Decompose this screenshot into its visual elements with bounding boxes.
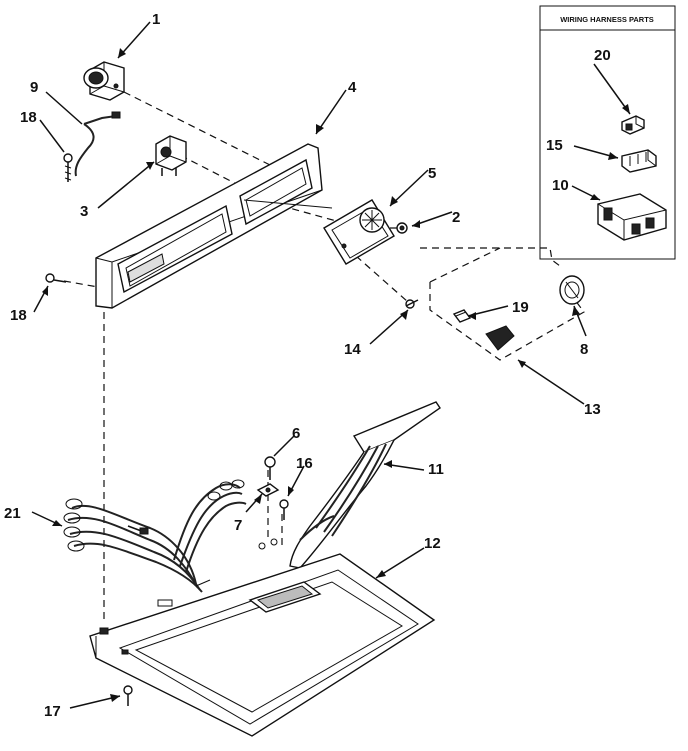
harness-housing-10 xyxy=(597,193,667,241)
wiring-harness-inset: WIRING HARNESS PARTS xyxy=(539,5,676,260)
callout-17: 17 xyxy=(44,703,61,720)
callout-15: 15 xyxy=(546,137,563,154)
part-18-screw-upper xyxy=(63,153,73,182)
callout-13: 13 xyxy=(584,401,601,418)
part-14-screw xyxy=(405,299,419,309)
harness-terminal-15 xyxy=(621,149,657,173)
callout-16: 16 xyxy=(296,455,313,472)
part-1-timer xyxy=(83,61,125,101)
callout-20: 20 xyxy=(594,47,611,64)
callout-5: 5 xyxy=(428,165,436,182)
inset-title: WIRING HARNESS PARTS xyxy=(560,15,654,24)
callout-4: 4 xyxy=(348,79,357,96)
part-17-screw xyxy=(123,685,133,706)
part-9-wire-lead xyxy=(74,111,121,177)
callout-10: 10 xyxy=(552,177,569,194)
part-12-top-panel xyxy=(89,538,436,737)
harness-connector-20 xyxy=(621,115,645,135)
part-6-screw xyxy=(264,456,276,480)
callout-11: 11 xyxy=(428,461,444,478)
callout-2: 2 xyxy=(452,209,460,226)
callout-21: 21 xyxy=(4,505,21,522)
callout-18-lower: 18 xyxy=(10,307,27,324)
part-19-clip xyxy=(452,309,472,323)
callout-12: 12 xyxy=(424,535,441,552)
callout-19: 19 xyxy=(512,299,529,316)
part-18-screw-lower xyxy=(45,273,67,283)
knob-cone xyxy=(485,325,515,351)
part-11-main-harness xyxy=(289,401,441,569)
callout-8: 8 xyxy=(580,341,588,358)
part-21-wire-harness xyxy=(63,479,247,593)
part-5-timer-plate xyxy=(323,199,395,265)
callout-3: 3 xyxy=(80,203,88,220)
callout-9: 9 xyxy=(30,79,38,96)
inset-frame xyxy=(539,5,676,260)
callout-1: 1 xyxy=(152,11,160,28)
part-7-clip xyxy=(256,483,280,497)
part-3-switch xyxy=(155,135,187,176)
callout-6: 6 xyxy=(292,425,300,442)
callouts: 1 2 3 4 5 6 7 8 9 10 11 12 13 14 15 16 1… xyxy=(4,11,611,720)
part-2-screw xyxy=(396,222,408,234)
callout-18-upper: 18 xyxy=(20,109,37,126)
leader-lines xyxy=(31,21,631,709)
part-16-screw xyxy=(279,499,289,520)
callout-14: 14 xyxy=(344,341,361,358)
part-4-console xyxy=(95,143,333,309)
callout-7: 7 xyxy=(234,517,242,534)
part-8-knob xyxy=(559,275,585,305)
